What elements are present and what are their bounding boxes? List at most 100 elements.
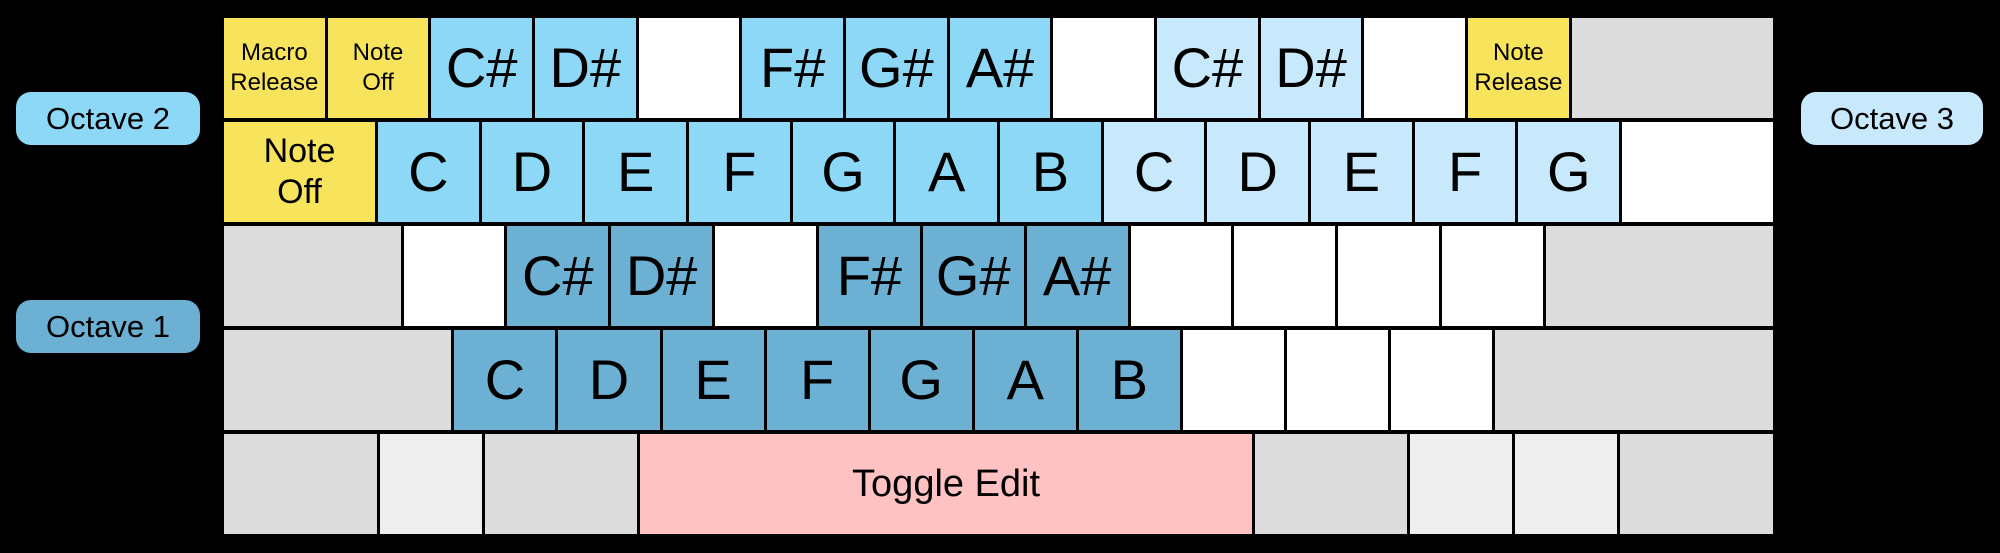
keyboard-row-5: Toggle Edit [224,434,1773,534]
key-g-octave2: G [792,122,894,222]
key-label: G [821,140,865,203]
key-unmapped [1338,226,1440,326]
key-win-right-unmapped [1410,434,1513,534]
octave-2-label: Octave 2 [16,92,200,145]
key-unmapped [1622,122,1774,222]
key-f-octave1: F [766,330,868,430]
key-label: F# [760,36,826,99]
key-unmapped [715,226,816,326]
key-ctrl-left-unmapped [224,434,377,534]
key-label: E [617,140,655,203]
key-label: C [408,140,449,203]
key-unmapped [1130,226,1232,326]
key-d-sharp-octave2: D# [535,18,636,118]
key-alt-left-unmapped [484,434,638,534]
key-d-octave1: D [558,330,660,430]
key-g-sharp-octave1: G# [922,226,1024,326]
octave-1-label: Octave 1 [16,300,200,353]
key-unmapped [1053,18,1155,118]
key-b-octave1: B [1078,330,1180,430]
key-unmapped [1234,226,1336,326]
key-label: Note [1493,39,1544,66]
key-label: G# [935,244,1011,307]
key-label: F [800,348,835,411]
key-label: Release [1474,69,1563,96]
key-label: F [1447,140,1483,203]
key-unmapped [638,18,740,118]
key-enter-unmapped [1545,226,1773,326]
key-b-octave2: B [1000,122,1101,222]
key-label: G# [859,36,934,99]
key-d-octave2: D [481,122,583,222]
key-d-octave3: D [1207,122,1309,222]
key-c-sharp-octave2: C# [431,18,533,118]
key-shift-right-unmapped [1495,330,1773,430]
key-e-octave3: E [1311,122,1412,222]
key-label: C# [522,244,594,307]
key-capslock-unmapped [224,226,401,326]
key-label: D# [625,244,698,307]
key-label: Release [230,69,319,96]
key-g-octave1: G [870,330,972,430]
key-label: F# [836,244,903,307]
key-label: Toggle Edit [852,463,1041,505]
key-a-sharp-octave2: A# [949,18,1051,118]
key-e-octave2: E [585,122,687,222]
key-d-sharp-octave1: D# [611,226,713,326]
key-shift-left-unmapped [224,330,452,430]
key-label: G [1546,140,1591,203]
key-label: A# [1042,244,1112,307]
key-label: G [899,348,943,411]
key-unmapped [1286,330,1388,430]
key-f-sharp-octave1: F# [818,226,920,326]
key-a-sharp-octave1: A# [1026,226,1128,326]
key-menu-unmapped [1515,434,1618,534]
key-d-sharp-octave3: D# [1260,18,1362,118]
key-label: A# [965,36,1035,99]
key-unmapped [403,226,505,326]
key-c-octave2: C [378,122,479,222]
key-label: D# [549,36,622,99]
key-label: D [588,348,630,411]
key-backspace-unmapped [1571,18,1774,118]
key-label: C# [445,36,518,99]
key-label: Off [362,69,394,96]
key-c-octave1: C [454,330,556,430]
key-f-sharp-octave2: F# [742,18,844,118]
key-label: C# [1171,36,1244,99]
key-f-octave2: F [689,122,790,222]
key-e-octave1: E [662,330,764,430]
key-label: A [928,140,966,203]
key-label: C [484,348,526,411]
key-label: C [1133,140,1175,203]
key-label: F [722,140,757,203]
toggle-edit-key: Toggle Edit [640,434,1252,534]
octave-3-label: Octave 3 [1801,92,1983,145]
key-alt-right-unmapped [1254,434,1408,534]
key-label: D [1237,140,1278,203]
key-win-left-unmapped [379,434,482,534]
key-c-sharp-octave1: C# [507,226,609,326]
key-label: B [1031,140,1070,203]
key-label: D# [1275,36,1347,99]
key-label: Off [277,173,322,211]
key-label: B [1110,348,1148,411]
key-f-octave3: F [1414,122,1516,222]
key-unmapped [1364,18,1466,118]
key-label: A [1006,348,1044,411]
key-label: E [1342,140,1381,203]
key-c-sharp-octave3: C# [1157,18,1258,118]
key-label: Note [352,39,404,66]
key-g-octave3: G [1518,122,1620,222]
key-g-sharp-octave2: G# [846,18,947,118]
key-c-octave3: C [1103,122,1205,222]
